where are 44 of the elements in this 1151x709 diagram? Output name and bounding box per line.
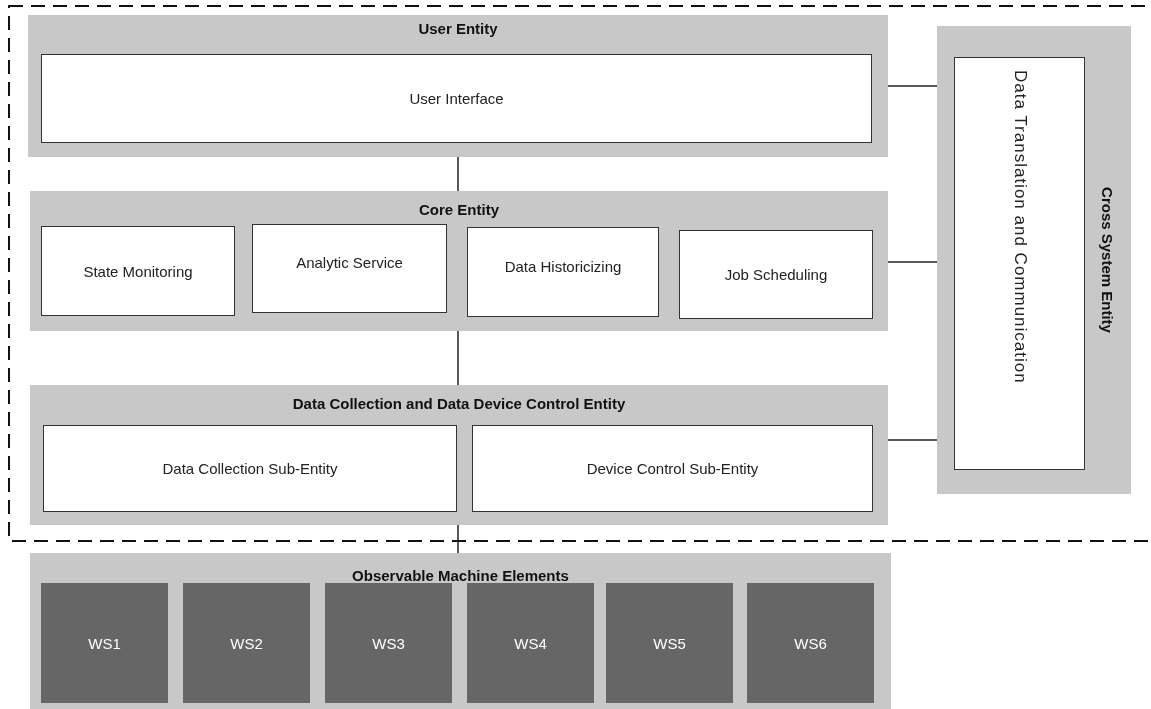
workstation-box bbox=[325, 583, 452, 703]
component-label: WS4 bbox=[514, 634, 547, 652]
entity-panel bbox=[30, 553, 891, 709]
component-label: WS2 bbox=[230, 634, 263, 652]
panel-heading: Core Entity bbox=[418, 201, 500, 218]
connector-line bbox=[887, 439, 938, 441]
connector-line bbox=[887, 261, 938, 263]
connector-line bbox=[457, 524, 459, 554]
component-label: Data Collection Sub-Entity bbox=[162, 460, 338, 477]
component-label: Data Historicizing bbox=[504, 257, 622, 275]
component-label: Device Control Sub-Entity bbox=[586, 460, 759, 477]
component-label: Data Translation and Communication bbox=[1009, 70, 1030, 384]
entity-panel bbox=[28, 15, 888, 157]
workstation-box bbox=[183, 583, 310, 703]
panel-heading: Data Collection and Data Device Control Entity bbox=[291, 395, 627, 412]
component-box bbox=[472, 425, 873, 512]
component-box bbox=[43, 425, 457, 512]
component-box bbox=[252, 224, 447, 313]
component-label: Job Scheduling bbox=[724, 266, 828, 283]
connector-line bbox=[457, 330, 459, 386]
component-label: WS5 bbox=[653, 634, 686, 652]
component-label: Analytic Service bbox=[296, 254, 403, 271]
workstation-box bbox=[606, 583, 733, 703]
component-label: WS1 bbox=[88, 634, 121, 652]
panel-heading: User Entity bbox=[417, 20, 499, 37]
component-box bbox=[954, 57, 1085, 470]
component-label: WS6 bbox=[794, 634, 827, 652]
entity-panel bbox=[30, 191, 888, 331]
component-box bbox=[41, 226, 235, 316]
panel-heading: Cross System Entity bbox=[1099, 187, 1116, 333]
entity-panel bbox=[30, 385, 888, 525]
component-box bbox=[467, 227, 659, 317]
component-label: WS3 bbox=[372, 634, 405, 652]
component-box bbox=[679, 230, 873, 319]
connector-line bbox=[887, 85, 938, 87]
component-label: State Monitoring bbox=[83, 262, 193, 280]
component-label: User Interface bbox=[409, 90, 504, 107]
workstation-box bbox=[747, 583, 874, 703]
workstation-box bbox=[41, 583, 168, 703]
workstation-box bbox=[467, 583, 594, 703]
entity-panel bbox=[937, 26, 1131, 494]
panel-heading: Observable Machine Elements bbox=[351, 567, 570, 584]
connector-line bbox=[457, 156, 459, 192]
component-box bbox=[41, 54, 872, 143]
